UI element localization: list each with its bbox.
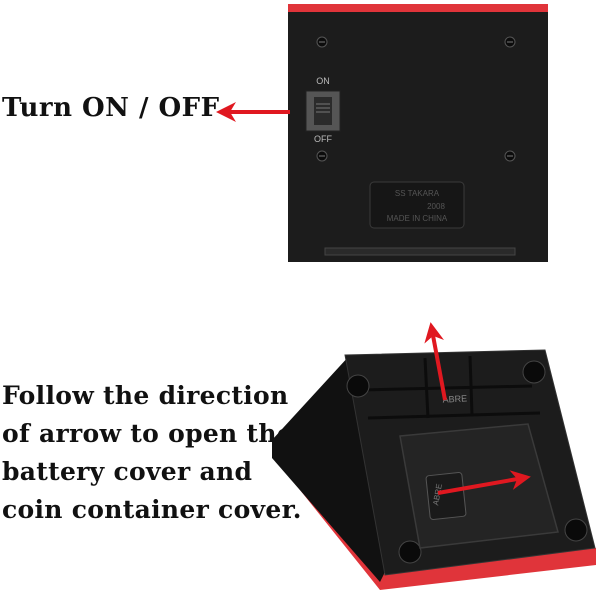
power-switch <box>314 97 332 125</box>
screw-icon <box>504 150 516 162</box>
cover-instruction-line-3: battery cover and <box>2 457 253 486</box>
screw-icon <box>504 36 516 48</box>
tab-label: ABRE <box>431 483 444 506</box>
switch-label-off: OFF <box>314 134 332 144</box>
screw-icon <box>316 150 328 162</box>
rubber-foot-icon <box>346 374 370 398</box>
cover-instruction-line-2: of arrow to open the <box>2 419 294 448</box>
plate-line-2: 2008 <box>427 202 445 211</box>
red-side-edge <box>272 440 596 590</box>
power-instruction-caption: Turn ON / OFF <box>2 93 220 123</box>
plate-line-1: SS TAKARA <box>395 189 440 198</box>
bottom-groove <box>324 247 516 256</box>
rubber-foot-icon <box>564 518 588 542</box>
rubber-foot-icon <box>522 360 546 384</box>
arrow-up-icon <box>424 322 447 401</box>
plate-line-3: MADE IN CHINA <box>387 214 448 223</box>
device-underside-view: ABRE ABRE <box>272 349 596 590</box>
red-top-edge <box>288 4 548 14</box>
cover-instruction-line-4: coin container cover. <box>2 495 302 524</box>
arrow-right-icon <box>437 470 531 495</box>
cover-instruction-line-1: Follow the direction <box>2 381 289 410</box>
rubber-foot-icon <box>398 540 422 564</box>
switch-label-on: ON <box>316 76 330 86</box>
manufacturer-plate <box>369 181 465 229</box>
battery-cover-tab <box>425 472 467 520</box>
base-open-mark: ABRE <box>442 393 467 404</box>
screw-icon <box>316 36 328 48</box>
device-back-view: ON OFF SS TAKARA 2008 MADE IN CHINA <box>288 4 548 262</box>
base-ribs <box>361 355 541 420</box>
cover-instruction-caption: Follow the direction of arrow to open th… <box>2 377 302 529</box>
